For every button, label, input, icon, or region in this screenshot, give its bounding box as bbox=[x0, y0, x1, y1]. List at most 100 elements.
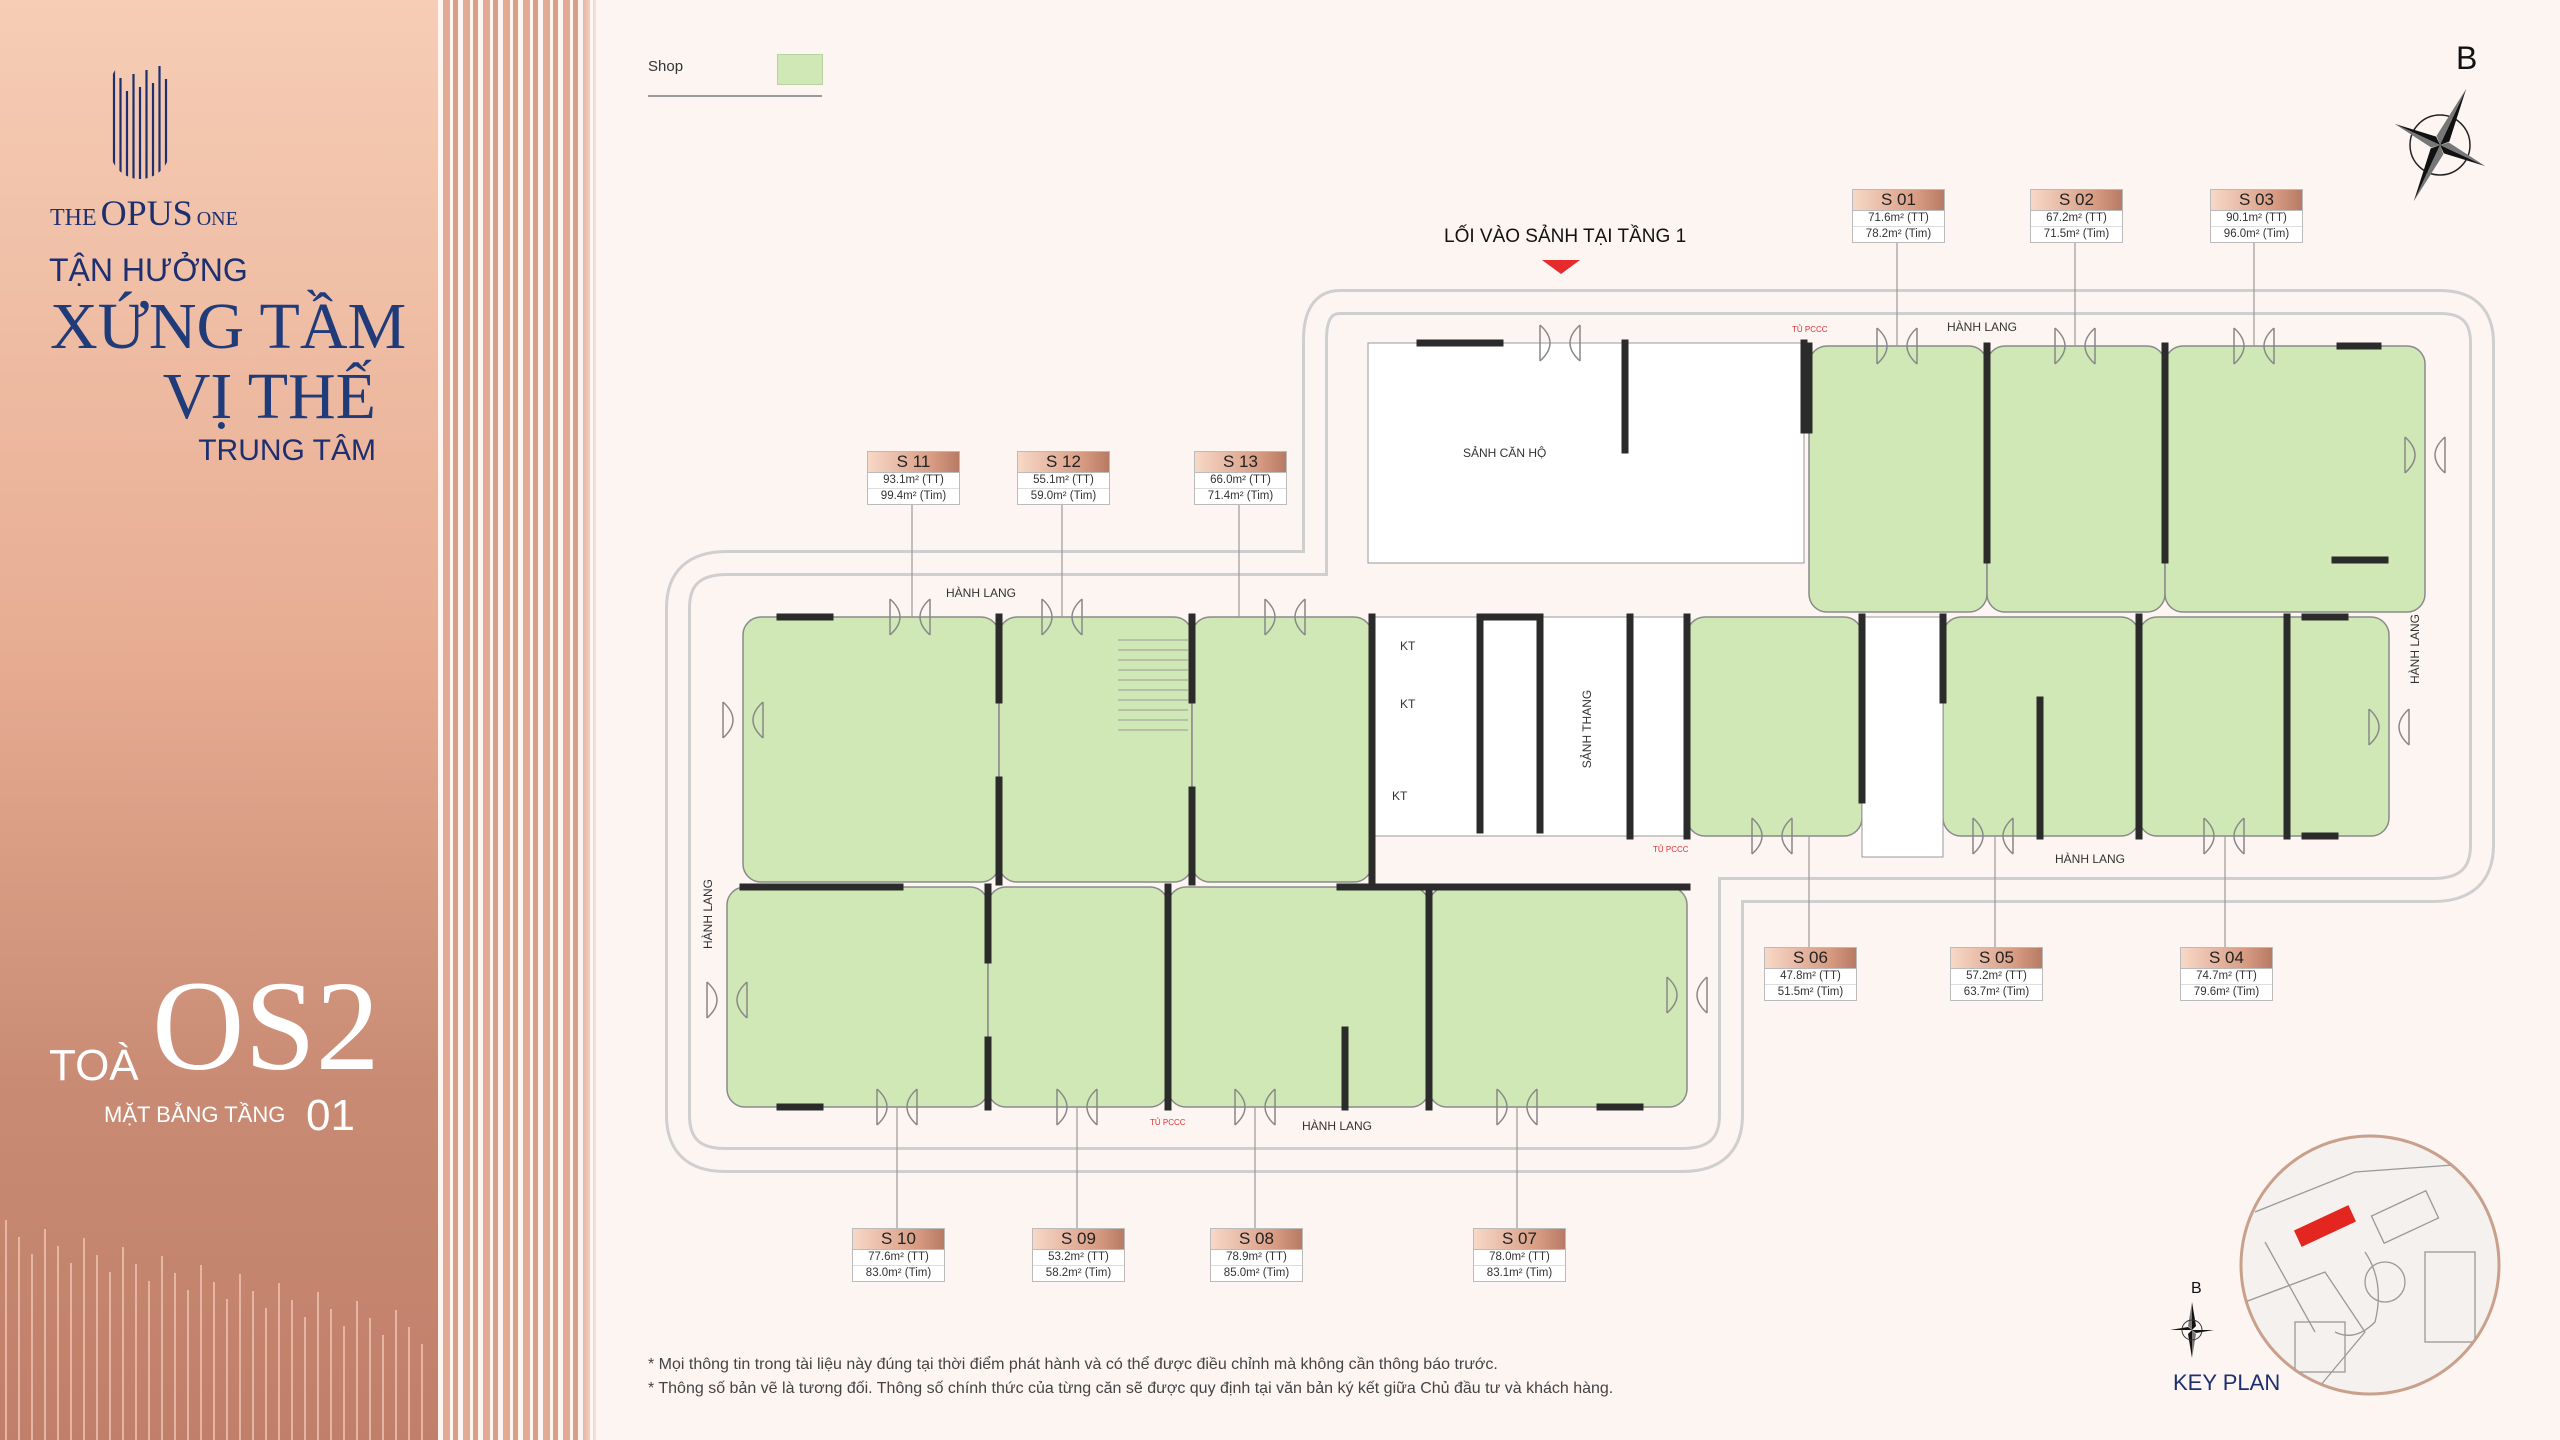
shop-unit-S01 bbox=[1808, 345, 1988, 613]
unit-area-tim: 96.0m² (Tim) bbox=[2223, 228, 2290, 240]
label-corridor-5: HÀNH LANG bbox=[701, 878, 716, 950]
unit-name: S 10 bbox=[853, 1229, 944, 1250]
entrance-arrow-icon bbox=[1542, 260, 1580, 274]
unit-area-tt: 53.2m² (TT) bbox=[1033, 1250, 1124, 1266]
unit-area-tim: 59.0m² (Tim) bbox=[1030, 490, 1097, 502]
key-plan-compass-icon bbox=[2170, 1302, 2214, 1358]
key-plan-highlight bbox=[2294, 1205, 2356, 1247]
door-icon bbox=[1972, 817, 2014, 855]
unit-area-tt: 78.0m² (TT) bbox=[1474, 1250, 1565, 1266]
label-kt-3: KT bbox=[1392, 789, 1408, 803]
unit-area-tim: 58.2m² (Tim) bbox=[1045, 1267, 1112, 1279]
label-corridor-3: HÀNH LANG bbox=[2055, 852, 2126, 866]
legend-shop-swatch bbox=[777, 54, 823, 85]
unit-label-box[interactable]: S 06 47.8m² (TT) 51.5m² (Tim) bbox=[1764, 947, 1857, 1001]
unit-name: S 11 bbox=[868, 452, 959, 473]
unit-label-box[interactable]: S 08 78.9m² (TT) 85.0m² (Tim) bbox=[1210, 1228, 1303, 1282]
unit-area-tt: 55.1m² (TT) bbox=[1018, 473, 1109, 489]
door-icon bbox=[2404, 436, 2446, 474]
shop-unit-S09 bbox=[987, 886, 1169, 1108]
door-icon bbox=[2368, 708, 2410, 746]
opus-one-logo-icon bbox=[112, 65, 168, 179]
unit-label-box[interactable]: S 05 57.2m² (TT) 63.7m² (Tim) bbox=[1950, 947, 2043, 1001]
unit-label-box[interactable]: S 07 78.0m² (TT) 83.1m² (Tim) bbox=[1473, 1228, 1566, 1282]
unit-area-tt: 78.9m² (TT) bbox=[1211, 1250, 1302, 1266]
unit-name: S 07 bbox=[1474, 1229, 1565, 1250]
label-corridor-2: HÀNH LANG bbox=[1947, 320, 2018, 334]
unit-area-tim: 71.4m² (Tim) bbox=[1207, 490, 1274, 502]
door-icon bbox=[1666, 976, 1708, 1014]
door-icon bbox=[1264, 598, 1306, 636]
unit-label-box[interactable]: S 04 74.7m² (TT) 79.6m² (Tim) bbox=[2180, 947, 2273, 1001]
brand-one: ONE bbox=[196, 208, 238, 230]
unit-area-tim: 99.4m² (Tim) bbox=[880, 490, 947, 502]
tagline-line-2: XỨNG TẦM bbox=[50, 290, 407, 363]
door-icon bbox=[889, 598, 931, 636]
door-icon bbox=[1056, 1088, 1098, 1126]
building-name: OS2 bbox=[152, 955, 380, 1097]
unit-area-tim: 85.0m² (Tim) bbox=[1223, 1267, 1290, 1279]
door-icon bbox=[1751, 817, 1793, 855]
unit-area-tt: 67.2m² (TT) bbox=[2031, 211, 2122, 227]
door-icon bbox=[722, 701, 764, 739]
unit-label-box[interactable]: S 12 55.1m² (TT) 59.0m² (Tim) bbox=[1017, 451, 1110, 505]
unit-name: S 01 bbox=[1853, 190, 1944, 211]
tagline-line-4: TRUNG TÂM bbox=[198, 434, 376, 467]
unit-area-tt: 90.1m² (TT) bbox=[2211, 211, 2302, 227]
label-corridor-4: HÀNH LANG bbox=[1302, 1119, 1373, 1133]
label-fire-cabinet-1: TỦ PCCC bbox=[1792, 325, 1828, 334]
unit-label-box[interactable]: S 03 90.1m² (TT) 96.0m² (Tim) bbox=[2210, 189, 2303, 243]
unit-area-tt: 47.8m² (TT) bbox=[1765, 969, 1856, 985]
unit-area-tt: 77.6m² (TT) bbox=[853, 1250, 944, 1266]
shop-unit-S12 bbox=[998, 616, 1193, 883]
tagline-line-1: TẬN HƯỞNG bbox=[49, 252, 248, 288]
shop-unit-S07 bbox=[1428, 886, 1688, 1108]
unit-name: S 09 bbox=[1033, 1229, 1124, 1250]
unit-area-tt: 74.7m² (TT) bbox=[2181, 969, 2272, 985]
unit-area-tt: 71.6m² (TT) bbox=[1853, 211, 1944, 227]
decorative-lines bbox=[5, 1220, 423, 1440]
shop-unit-S02 bbox=[1986, 345, 2166, 613]
brand-the: THE bbox=[50, 205, 97, 231]
unit-label-box[interactable]: S 11 93.1m² (TT) 99.4m² (Tim) bbox=[867, 451, 960, 505]
tagline-line-3: VỊ THẾ bbox=[162, 360, 376, 433]
unit-area-tt: 66.0m² (TT) bbox=[1195, 473, 1286, 489]
key-plan-label: KEY PLAN bbox=[2173, 1370, 2281, 1395]
unit-name: S 13 bbox=[1195, 452, 1286, 473]
legend-shop-label: Shop bbox=[648, 58, 684, 75]
shop-unit-S10 bbox=[726, 886, 989, 1108]
unit-name: S 06 bbox=[1765, 948, 1856, 969]
unit-name: S 04 bbox=[2181, 948, 2272, 969]
core-area bbox=[1367, 342, 1805, 564]
shop-unit-S03 bbox=[2164, 345, 2426, 613]
compass-rose-icon bbox=[2394, 88, 2486, 202]
unit-area-tt: 57.2m² (TT) bbox=[1951, 969, 2042, 985]
door-icon bbox=[706, 981, 748, 1019]
label-kt-1: KT bbox=[1400, 639, 1416, 653]
door-icon bbox=[2233, 327, 2275, 365]
unit-label-box[interactable]: S 02 67.2m² (TT) 71.5m² (Tim) bbox=[2030, 189, 2123, 243]
unit-label-box[interactable]: S 10 77.6m² (TT) 83.0m² (Tim) bbox=[852, 1228, 945, 1282]
label-fire-cabinet-3: TỦ PCCC bbox=[1150, 1118, 1186, 1127]
disclaimer-note-1: * Mọi thông tin trong tài liệu này đúng … bbox=[648, 1356, 1498, 1373]
door-icon bbox=[2203, 817, 2245, 855]
unit-label-box[interactable]: S 01 71.6m² (TT) 78.2m² (Tim) bbox=[1852, 189, 1945, 243]
shop-unit-S08 bbox=[1167, 886, 1430, 1108]
stripes-fade bbox=[580, 0, 600, 1440]
unit-area-tim: 78.2m² (Tim) bbox=[1865, 228, 1932, 240]
door-icon bbox=[1539, 324, 1581, 362]
unit-area-tim: 51.5m² (Tim) bbox=[1777, 986, 1844, 998]
unit-name: S 08 bbox=[1211, 1229, 1302, 1250]
shop-unit-S11 bbox=[742, 616, 1000, 883]
core-area bbox=[1861, 616, 1944, 858]
floor-label: MẶT BẰNG TẦNG bbox=[104, 1102, 286, 1127]
unit-area-tt: 93.1m² (TT) bbox=[868, 473, 959, 489]
decorative-stripes bbox=[438, 0, 596, 1440]
unit-label-box[interactable]: S 09 53.2m² (TT) 58.2m² (Tim) bbox=[1032, 1228, 1125, 1282]
unit-label-box[interactable]: S 13 66.0m² (TT) 71.4m² (Tim) bbox=[1194, 451, 1287, 505]
label-corridor-1: HÀNH LANG bbox=[946, 586, 1017, 600]
unit-name: S 03 bbox=[2211, 190, 2302, 211]
unit-area-tim: 71.5m² (Tim) bbox=[2043, 228, 2110, 240]
